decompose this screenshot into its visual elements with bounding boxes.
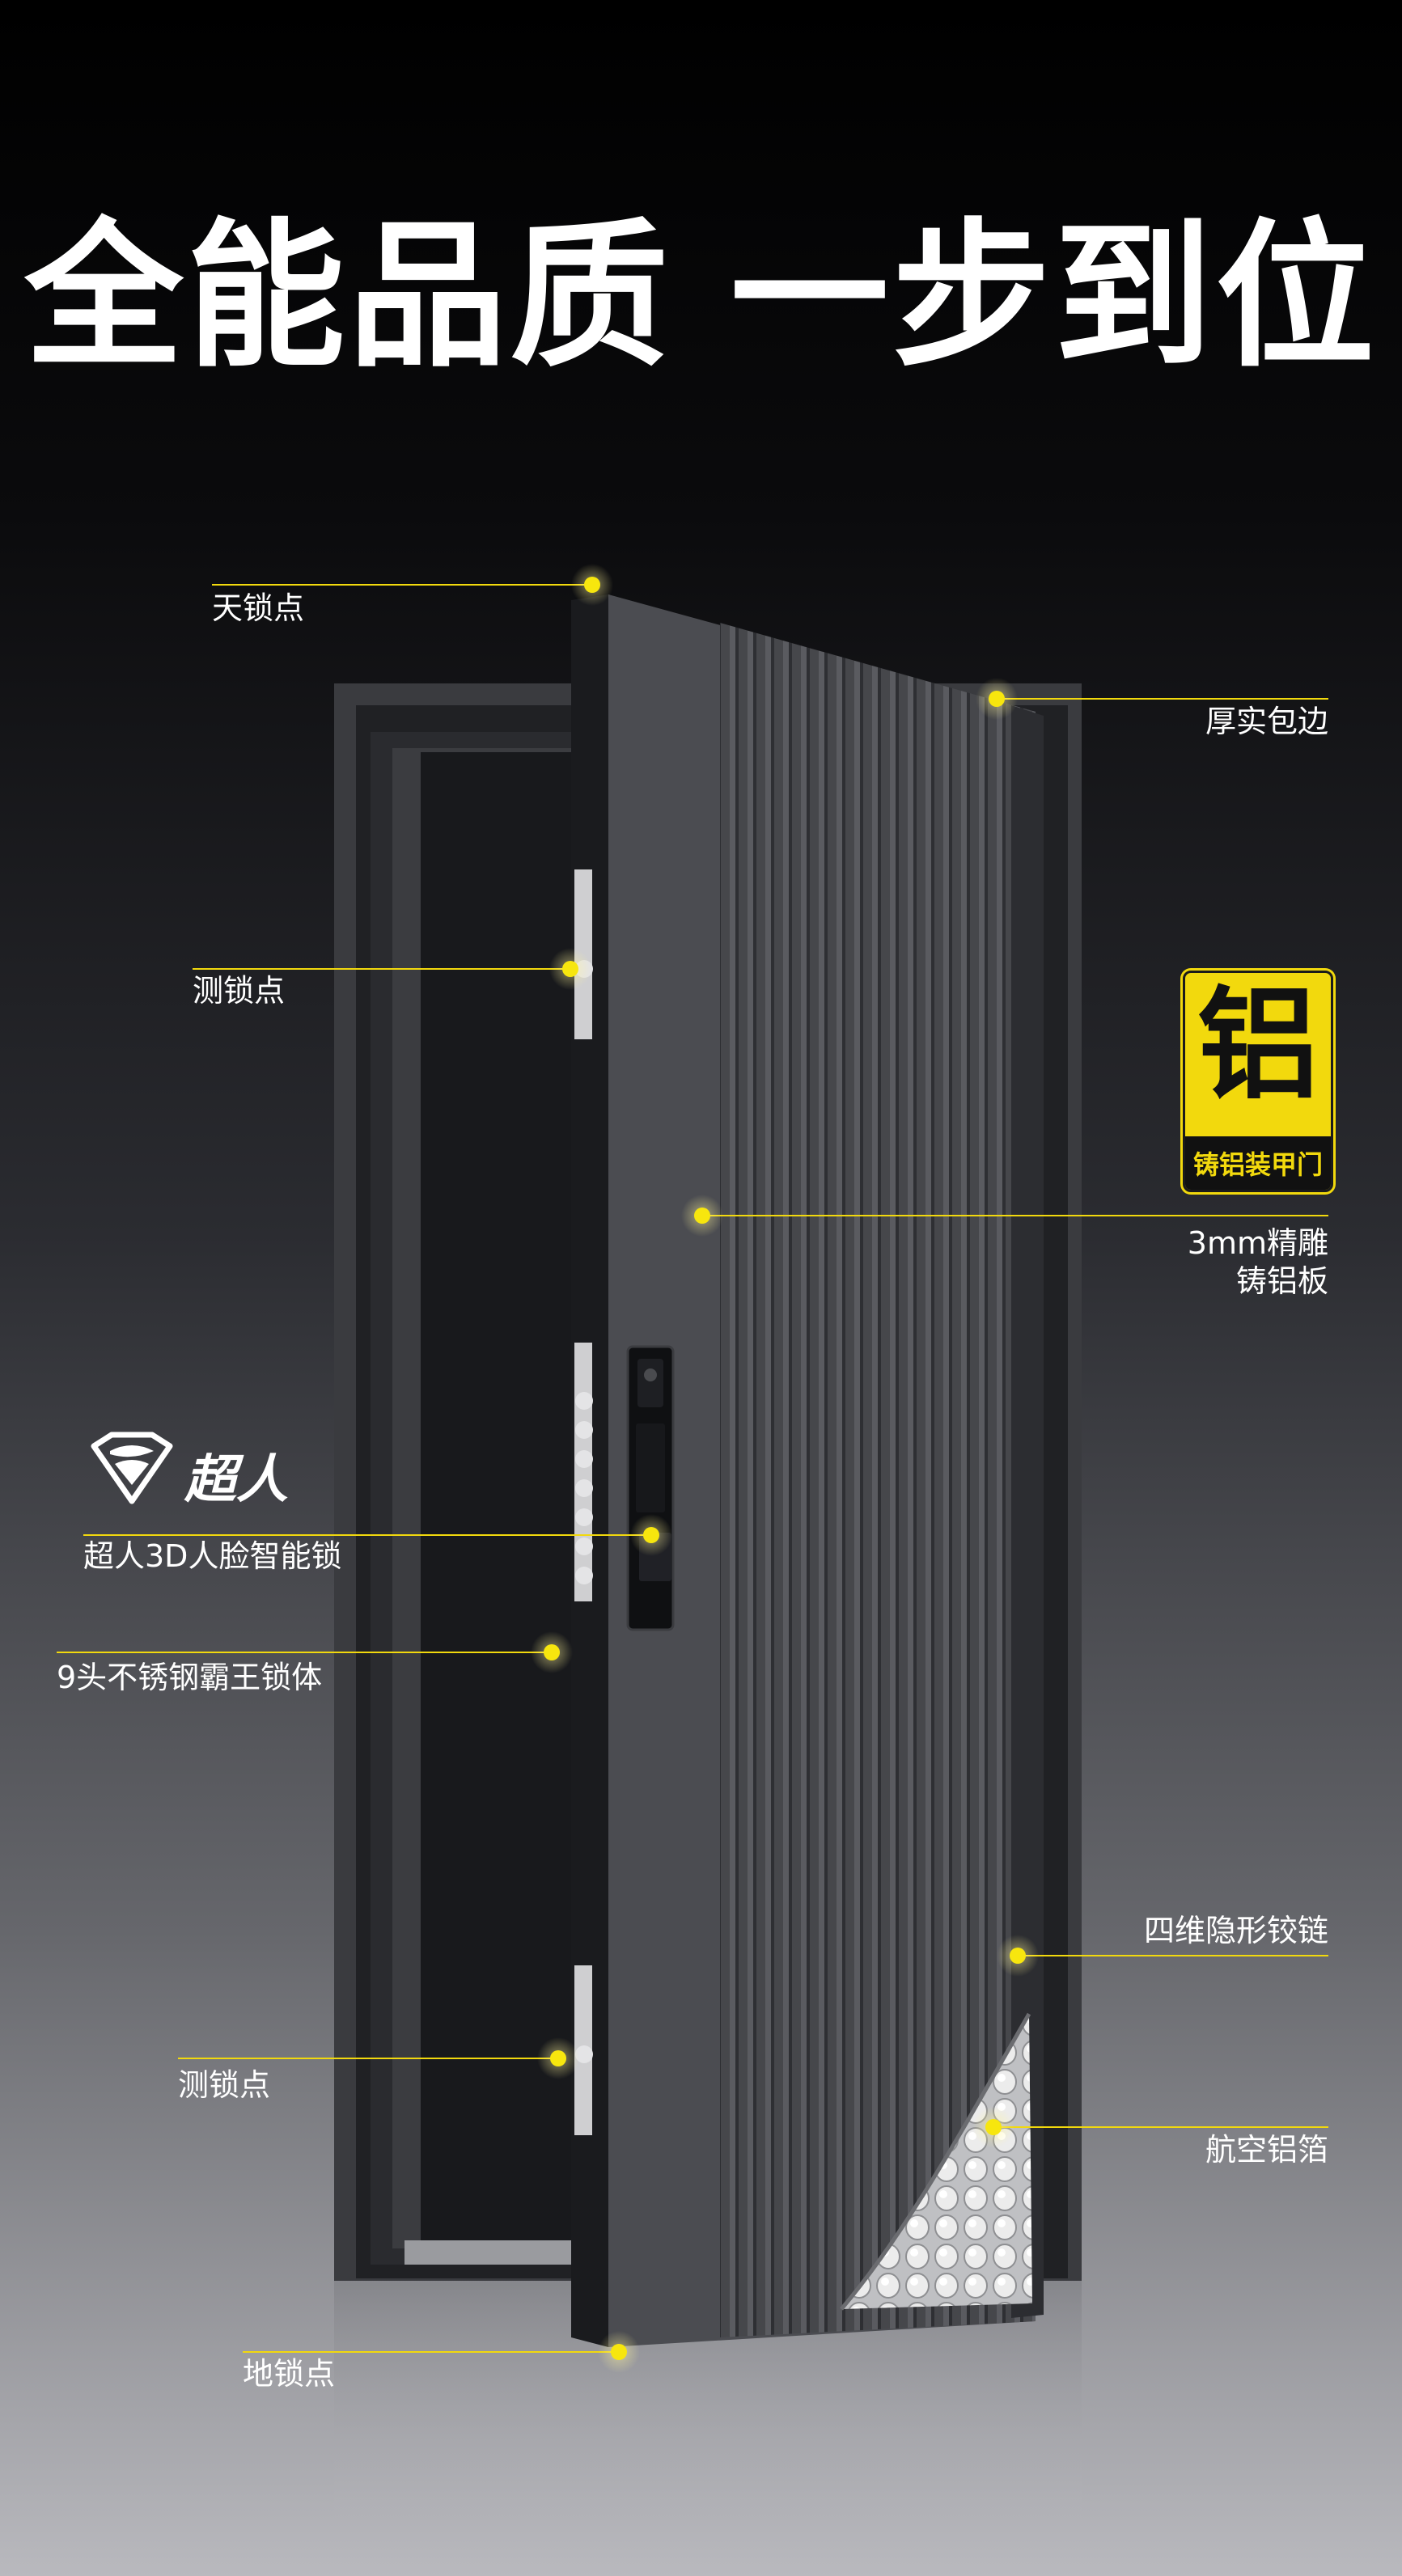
callout-floor-lock: 地锁点: [243, 2356, 336, 2392]
hotspot-lock-body: [531, 1631, 573, 1673]
hotspot-side-lock-lower: [537, 2037, 579, 2079]
callout-cast-panel-line1: 3mm精雕: [1187, 1225, 1328, 1261]
callout-foil: 航空铝箔: [1205, 2132, 1328, 2168]
hotspots: [531, 564, 1039, 2373]
callout-thick-edge: 厚实包边: [1205, 704, 1328, 739]
callout-lock-body: 9头不锈钢霸王锁体: [57, 1660, 323, 1695]
brand-logo: 超人: [87, 1432, 330, 1521]
badge-band: 铸铝装甲门: [1185, 1136, 1331, 1190]
callout-side-lock-upper: 测锁点: [193, 973, 286, 1009]
brand-name: 超人: [184, 1450, 288, 1510]
hotspot-side-lock-upper: [549, 948, 591, 990]
hotspot-smart-lock: [630, 1514, 672, 1556]
page-title: 全能品质 一步到位: [24, 205, 1378, 389]
foil-cutaway: [841, 2014, 1032, 2309]
hotspot-floor-lock: [598, 2331, 640, 2373]
callout-hinge: 四维隐形铰链: [1143, 1913, 1328, 1948]
callout-smart-lock: 超人3D人脸智能锁: [83, 1538, 342, 1574]
badge-character: 铝: [1197, 975, 1319, 1116]
cast-aluminum-badge: 铝 铸铝装甲门: [1183, 971, 1333, 1192]
diamond-logo-icon: [91, 1432, 173, 1504]
callout-top-lock: 天锁点: [212, 590, 305, 626]
hotspot-thick-edge: [976, 678, 1018, 720]
hotspot-hinge: [997, 1935, 1039, 1977]
callout-side-lock-lower: 测锁点: [178, 2067, 271, 2103]
callout-cast-panel-line2: 铸铝板: [1235, 1263, 1328, 1299]
smart-lock-device: [626, 1345, 675, 1631]
hotspot-foil: [972, 2106, 1014, 2148]
leader-lines: [57, 584, 1328, 2353]
hotspot-top-lock: [571, 564, 613, 606]
door-leaf: [571, 594, 1044, 2347]
hotspot-cast-panel: [681, 1195, 723, 1237]
badge-subtitle: 铸铝装甲门: [1192, 1149, 1323, 1180]
